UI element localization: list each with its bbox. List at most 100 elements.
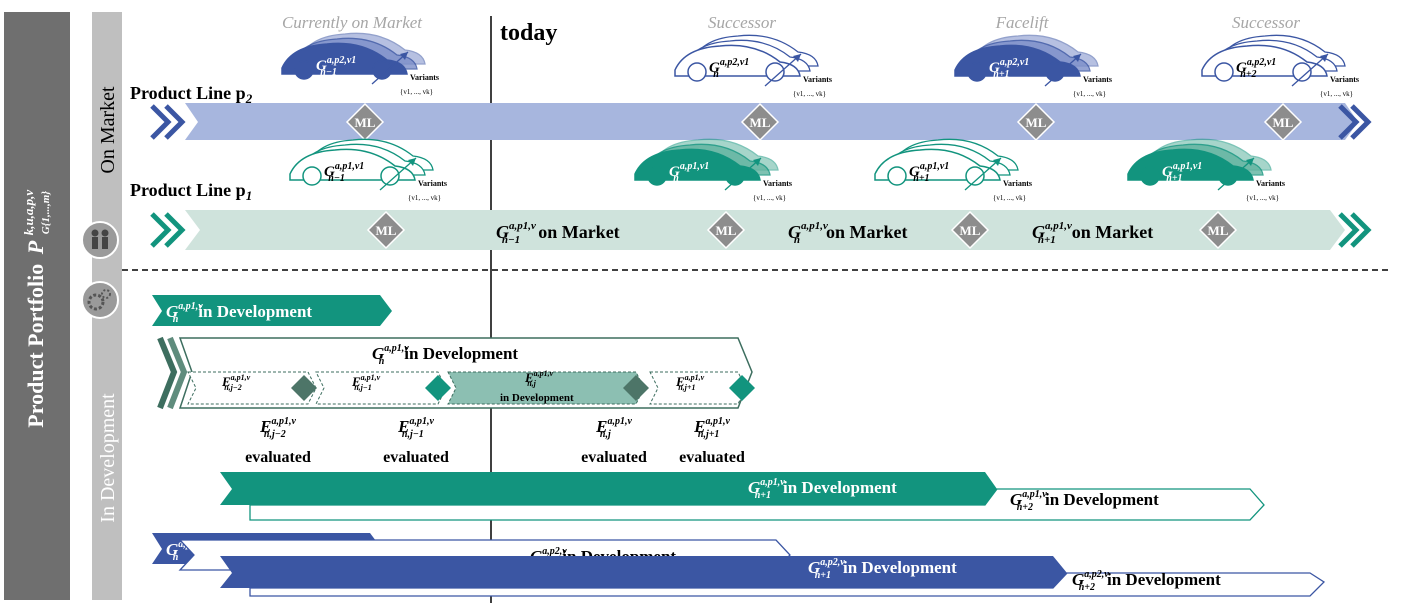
portfolio-title: Product Portfolio P k,u,a,p,v G{1,...,m} (13, 184, 52, 428)
milestone-diamond: ML (706, 210, 746, 250)
e-milestone-diamond (623, 375, 649, 401)
e-seg-3 (447, 371, 645, 405)
milestone-label: ML (355, 115, 376, 130)
variants-label: Variants (418, 179, 447, 188)
header-successor-2: Successor (1232, 13, 1300, 32)
in-development-label: In Development (97, 393, 119, 523)
on-market-label: On Market (97, 86, 119, 174)
e-milestone-diamond (291, 375, 317, 401)
variants-set: {v1, ..., vk} (753, 194, 786, 202)
variants-set: {v1, ..., vk} (1073, 90, 1106, 98)
variants-label: Variants (803, 75, 832, 84)
header-current: Currently on Market (282, 13, 423, 32)
e-seg-2 (315, 371, 447, 405)
chevron-left-p2 (150, 104, 172, 140)
e-milestone-diamond (729, 375, 755, 401)
people-icon (81, 221, 119, 259)
milestone-label: ML (750, 115, 771, 130)
variants-label: Variants (1083, 75, 1112, 84)
evaluated-label: evaluated (245, 449, 311, 466)
milestone-label: ML (960, 223, 981, 238)
product-line-p1-label: Product Line p1 (130, 180, 252, 203)
sidebar-dark (4, 12, 70, 600)
e-milestone-diamond (425, 375, 451, 401)
gear-icon (81, 281, 119, 319)
milestone-diamond: ML (950, 210, 990, 250)
dev-bar-p1-n2 (249, 488, 1265, 521)
variants-set: {v1, ..., vk} (993, 194, 1026, 202)
dev-bar-p2-n2 (249, 572, 1326, 597)
dev-bar-p1-n1 (220, 472, 997, 505)
today-label: today (500, 20, 557, 46)
dev-bar-p1-top (152, 295, 392, 326)
milestone-label: ML (376, 223, 397, 238)
variants-label: Variants (1003, 179, 1032, 188)
variants-set: {v1, ..., vk} (1246, 194, 1279, 202)
milestone-label: ML (1208, 223, 1229, 238)
milestone-diamond: ML (1016, 102, 1056, 142)
product-line-p2-label: Product Line p2 (130, 83, 253, 106)
milestones: ML ML ML ML ML ML ML ML (345, 102, 1303, 250)
header-facelift: Facelift (995, 13, 1050, 32)
milestone-diamond: ML (345, 102, 385, 142)
variants-set: {v1, ..., vk} (400, 88, 433, 96)
milestone-label: ML (1026, 115, 1047, 130)
evaluated-label: evaluated (679, 449, 745, 466)
milestone-diamond: ML (1263, 102, 1303, 142)
milestone-label: ML (1273, 115, 1294, 130)
chevron-left-p1 (150, 212, 172, 248)
svg-text:Product Portfolio P: Product Portfolio P k,u,a,p,v G{1,...,m} (13, 184, 52, 427)
dev-bar-p2-n1 (220, 556, 1067, 588)
chevron-right-p1 (1338, 212, 1360, 248)
e-seg-1 (187, 371, 317, 405)
e-seg-4 (649, 371, 747, 405)
variants-label: Variants (410, 73, 439, 82)
milestone-diamond: ML (740, 102, 780, 142)
variants-label: Variants (1256, 179, 1285, 188)
variants-label: Variants (763, 179, 792, 188)
market-bar-p1 (185, 210, 1345, 250)
header-successor-1: Successor (708, 13, 776, 32)
evaluated-label: evaluated (383, 449, 449, 466)
chevron-right-p2 (1338, 104, 1360, 140)
variants-set: {v1, ..., vk} (793, 90, 826, 98)
variants-set: {v1, ..., vk} (408, 194, 441, 202)
evaluated-label: evaluated (581, 449, 647, 466)
variants-label: Variants (1330, 75, 1359, 84)
milestone-diamond: ML (1198, 210, 1238, 250)
